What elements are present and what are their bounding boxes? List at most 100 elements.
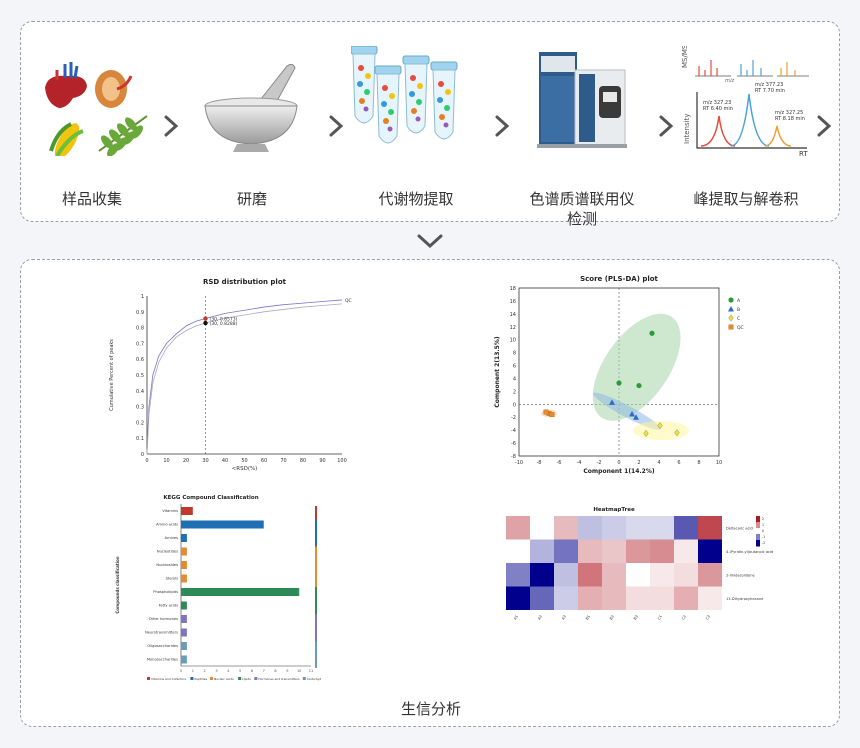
data-point: [633, 414, 639, 420]
lc-ms-instrument-icon: [537, 52, 627, 148]
data-point: [674, 429, 680, 437]
heatmap-cell: [698, 516, 722, 540]
group-bar: [315, 519, 317, 533]
data-point: [728, 324, 734, 330]
peak2-rt: RT 7.70 min: [755, 88, 785, 94]
x-tick-label: -10: [515, 460, 523, 466]
y-tick-label: 16: [510, 299, 516, 305]
y-tick-label: 0.6: [136, 357, 144, 363]
y-tick-label: 6: [513, 364, 516, 370]
column-label: C1: [657, 615, 663, 621]
bar: [181, 628, 187, 637]
heatmap-cell: [650, 586, 674, 610]
group-bar: [315, 641, 317, 655]
heatmap-cell: [578, 563, 602, 587]
heatmap-cell: [506, 586, 530, 610]
colorbar-segment: [756, 522, 760, 529]
x-tick-label: 4: [657, 460, 660, 466]
heatmap-cell: [554, 516, 578, 540]
y-tick-label: 0.4: [136, 389, 144, 395]
workflow-panel: 样品收集 研磨 代谢物提取: [20, 21, 840, 228]
row-label: 4-(Pyridin-yl)butanoic acid: [726, 550, 773, 554]
heatmap-cell: [554, 563, 578, 587]
step-sample-collection: 样品收集: [27, 46, 157, 216]
data-point: [543, 409, 549, 415]
colorbar-tick: -1: [762, 535, 765, 539]
x-tick-label: 90: [319, 458, 325, 464]
column-label: A1: [513, 615, 519, 621]
chart-title: Score (PLS-DA) plot: [580, 275, 658, 283]
x-tick-label: 4: [227, 669, 230, 673]
step-label: 代谢物提取: [378, 190, 454, 208]
column-label: A3: [561, 615, 567, 621]
column-label: C2: [681, 615, 687, 621]
bar: [181, 507, 193, 515]
group-bar: [315, 614, 317, 628]
step-label: 样品收集: [61, 190, 122, 208]
heatmap-cell: [578, 516, 602, 540]
legend-label: QC: [737, 325, 744, 331]
step-label: 研磨: [236, 190, 267, 208]
heatmap-cell: [674, 563, 698, 587]
x-tick-label: -8: [537, 460, 542, 466]
legend-label: Carbohydrates: [307, 677, 321, 681]
legend-label: Lipids: [242, 677, 251, 681]
column-label: A2: [537, 615, 543, 621]
y-tick-label: 10: [510, 338, 516, 344]
heatmap-cell: [650, 516, 674, 540]
series-label: QC: [345, 298, 352, 304]
legend-label: Hormones and transmitters: [258, 677, 300, 681]
step-peak-extraction: MS/MS m/z Intensity RT m/z 327.23 RT 6.4…: [681, 46, 811, 216]
heatmap-cell: [578, 586, 602, 610]
heatmap-cell: [530, 516, 554, 540]
heatmap-cell: [506, 563, 530, 587]
peak1-rt: RT 6.40 min: [703, 106, 733, 112]
organs-and-plants-icon: [45, 62, 148, 156]
y-axis-label: Cumulative Percent of peaks: [109, 339, 115, 411]
colorbar-tick: 0: [762, 529, 764, 533]
colorbar-tick: 1: [762, 523, 764, 527]
heatmap-cell: [698, 586, 722, 610]
step-lcms-detection: 色谱质谱联用仪 检测: [517, 46, 647, 228]
x-tick-label: 9: [286, 669, 288, 673]
bar: [181, 547, 187, 556]
y-tick-label: 0.5: [136, 373, 144, 379]
category-label: Monosaccharides: [147, 658, 178, 662]
y-axis-label: Component 2(13.5%): [494, 336, 501, 407]
y-tick-label: 0: [513, 402, 516, 408]
legend-label: C: [737, 316, 740, 322]
bar: [181, 655, 187, 664]
x-tick-label: 60: [261, 458, 267, 464]
category-label: Fatty acids: [159, 604, 178, 608]
peak2-label: m/z 377.23: [755, 82, 783, 88]
category-label: Oligosaccharides: [147, 644, 178, 648]
colorbar-segment: [756, 516, 760, 523]
peak3-rt: RT 8.18 min: [775, 116, 805, 122]
heatmap-cell: [626, 516, 650, 540]
x-tick-label: 8: [274, 669, 276, 673]
chart-title: HeatmapTree: [593, 507, 635, 513]
y-tick-label: 0: [141, 452, 144, 458]
x-tick-label: 10: [716, 460, 722, 466]
y-tick-label: 18: [510, 286, 516, 292]
ms-label: MS/MS: [681, 46, 689, 68]
colorbar-segment: [756, 540, 760, 547]
annotation-label: (30, 0.8288): [210, 321, 238, 327]
x-tick-label: 0: [180, 669, 182, 673]
x-tick-label: 3: [215, 669, 217, 673]
group-bar: [315, 546, 317, 560]
heatmap-cell: [650, 563, 674, 587]
legend-label: Nucleic acids: [214, 677, 234, 681]
colorbar-tick: -2: [762, 541, 765, 545]
x-tick-label: 80: [300, 458, 306, 464]
x-tick-label: 0: [145, 458, 148, 464]
y-tick-label: -4: [511, 428, 516, 434]
heatmap-cell: [674, 539, 698, 563]
legend-label: Peptides: [194, 677, 207, 681]
x-axis-label: <RSD(%): [232, 466, 258, 472]
bar: [181, 520, 264, 529]
heatmap-cell: [602, 563, 626, 587]
data-point: [616, 380, 622, 386]
chevron-right-icon: [329, 115, 344, 137]
